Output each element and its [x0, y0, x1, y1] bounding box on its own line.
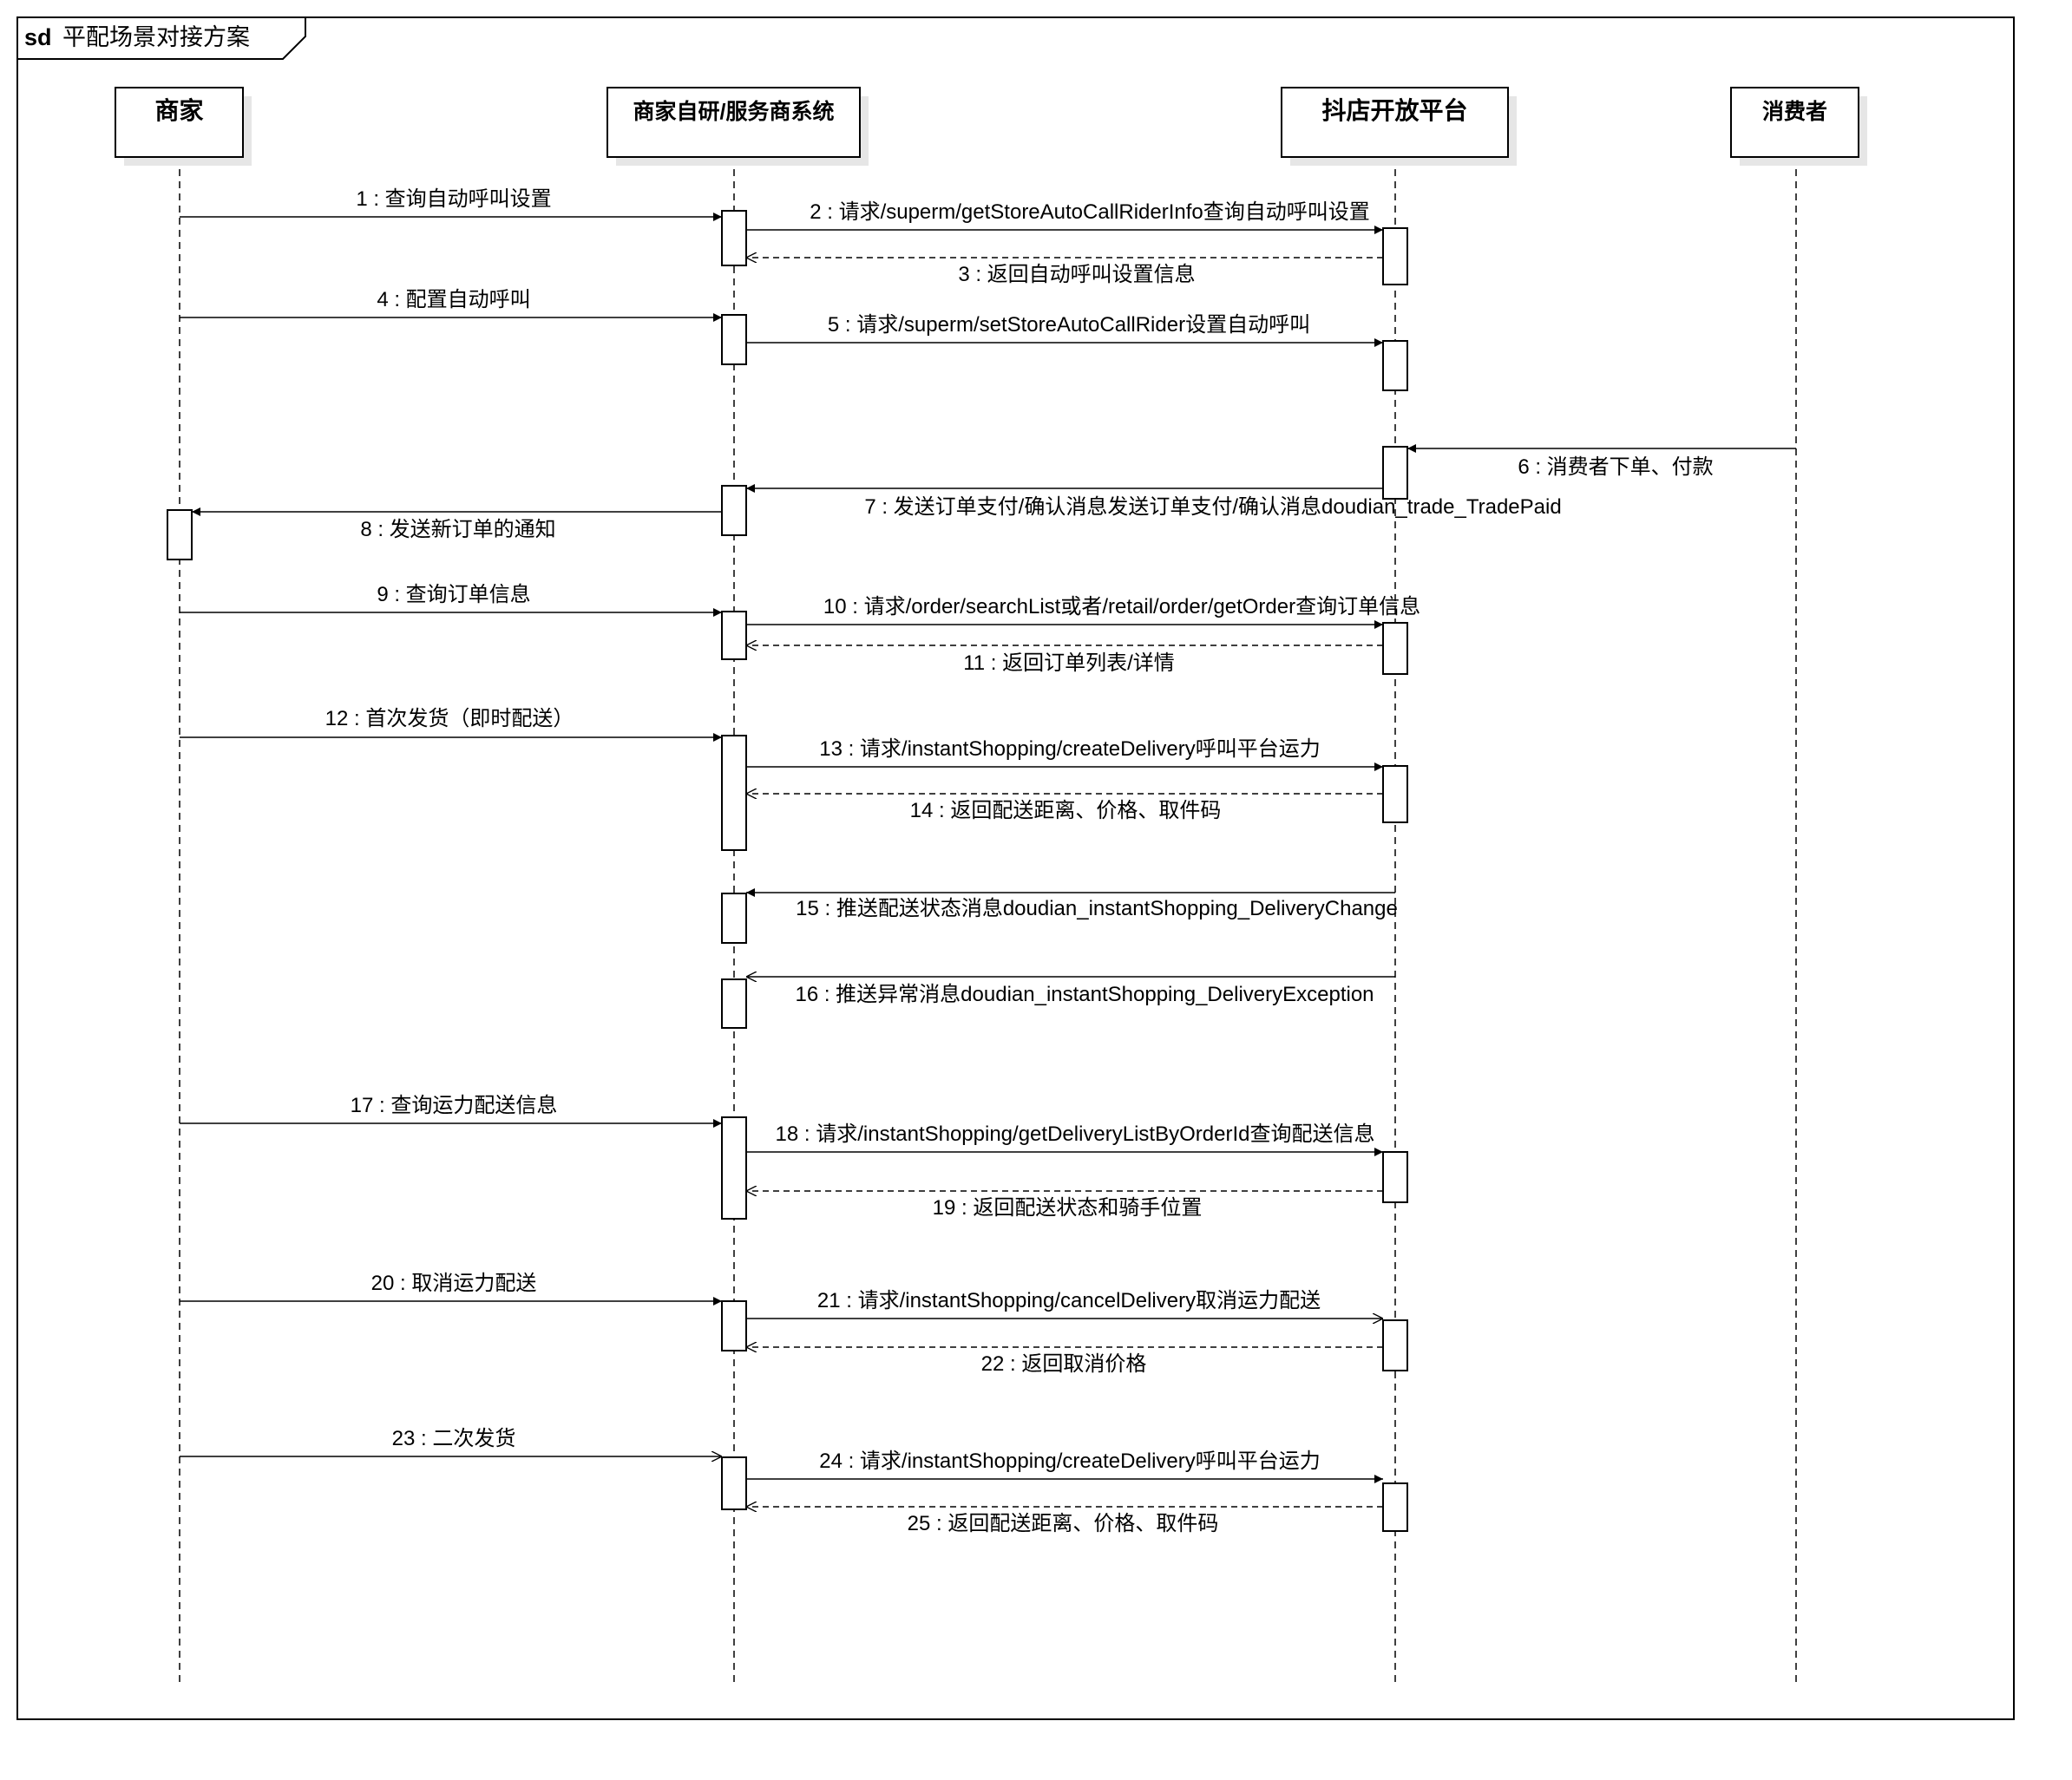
frame-title: 平配场景对接方案: [62, 24, 250, 50]
message-label: 15 : 推送配送状态消息doudian_instantShopping_Del…: [796, 897, 1398, 920]
message-label: 10 : 请求/order/searchList或者/retail/order/…: [823, 595, 1420, 618]
participant-name: 商家自研/服务商系统: [633, 99, 835, 124]
activation-bar-merchant: [167, 509, 193, 560]
message-label: 9 : 查询订单信息: [377, 583, 530, 606]
activation-bar-system: [721, 735, 747, 851]
message-label: 12 : 首次发货（即时配送）: [325, 707, 574, 730]
activation-bar-platform: [1382, 446, 1408, 500]
activation-bar-platform: [1382, 227, 1408, 285]
message-label: 7 : 发送订单支付/确认消息发送订单支付/确认消息doudian_trade_…: [864, 495, 1561, 519]
message-2: 2 : 请求/superm/getStoreAutoCallRiderInfo查…: [746, 200, 1383, 234]
message-3: 3 : 返回自动呼叫设置信息: [746, 258, 1383, 286]
message-12: 12 : 首次发货（即时配送）: [180, 707, 722, 742]
participant-box: [1281, 87, 1509, 158]
participant-name: 消费者: [1762, 100, 1827, 124]
message-11: 11 : 返回订单列表/详情: [746, 645, 1383, 675]
message-5: 5 : 请求/superm/setStoreAutoCallRider设置自动呼…: [746, 313, 1383, 347]
message-14: 14 : 返回配送距离、价格、取件码: [746, 794, 1383, 822]
message-19: 19 : 返回配送状态和骑手位置: [746, 1191, 1383, 1220]
message-label: 17 : 查询运力配送信息: [351, 1094, 558, 1117]
message-label: 1 : 查询自动呼叫设置: [356, 187, 551, 211]
message-label: 16 : 推送异常消息doudian_instantShopping_Deliv…: [795, 983, 1374, 1006]
activation-bar-platform: [1382, 340, 1408, 391]
message-label: 18 : 请求/instantShopping/getDeliveryListB…: [776, 1122, 1375, 1146]
activation-bar-platform: [1382, 765, 1408, 823]
message-21: 21 : 请求/instantShopping/cancelDelivery取消…: [746, 1289, 1383, 1319]
frame-border: [16, 16, 2015, 1720]
message-label: 4 : 配置自动呼叫: [377, 288, 530, 311]
activation-bar-platform: [1382, 1151, 1408, 1203]
participant-box: [607, 87, 861, 158]
activation-bar-system: [721, 314, 747, 365]
message-7: 7 : 发送订单支付/确认消息发送订单支付/确认消息doudian_trade_…: [746, 484, 1562, 519]
message-4: 4 : 配置自动呼叫: [180, 288, 722, 322]
participant-platform: 抖店开放平台: [1281, 87, 1509, 158]
message-1: 1 : 查询自动呼叫设置: [180, 187, 722, 221]
message-label: 2 : 请求/superm/getStoreAutoCallRiderInfo查…: [810, 200, 1370, 224]
message-23: 23 : 二次发货: [180, 1427, 722, 1456]
frame: sd 平配场景对接方案: [16, 16, 2015, 1720]
activation-bar-system: [721, 893, 747, 944]
frame-keyword: sd: [24, 24, 52, 50]
activation-bar-platform: [1382, 1319, 1408, 1371]
participant-box: [115, 87, 244, 158]
activation-bar-system: [721, 485, 747, 536]
frame-tab: [17, 16, 306, 60]
message-label: 3 : 返回自动呼叫设置信息: [958, 263, 1195, 286]
message-9: 9 : 查询订单信息: [180, 583, 722, 617]
svg-text:sd 平配场景对接方案: sd 平配场景对接方案: [24, 24, 250, 50]
messages: 1 : 查询自动呼叫设置 2 : 请求/superm/getStoreAutoCa…: [180, 187, 1796, 1535]
message-label: 11 : 返回订单列表/详情: [963, 651, 1175, 675]
message-18: 18 : 请求/instantShopping/getDeliveryListB…: [746, 1122, 1383, 1156]
message-label: 8 : 发送新订单的通知: [360, 518, 555, 541]
activation-bar-platform: [1382, 622, 1408, 675]
message-20: 20 : 取消运力配送: [180, 1272, 722, 1306]
message-16: 16 : 推送异常消息doudian_instantShopping_Deliv…: [746, 977, 1395, 1006]
message-label: 22 : 返回取消价格: [981, 1352, 1147, 1376]
participant-consumer: 消费者: [1730, 87, 1859, 158]
activation-bar-system: [721, 611, 747, 660]
activation-bar-platform: [1382, 1482, 1408, 1532]
message-8: 8 : 发送新订单的通知: [192, 507, 722, 541]
message-label: 23 : 二次发货: [392, 1427, 516, 1450]
activation-bars: [167, 210, 1408, 1532]
message-13: 13 : 请求/instantShopping/createDelivery呼叫…: [746, 737, 1383, 771]
participant-system: 商家自研/服务商系统: [607, 87, 861, 158]
message-label: 21 : 请求/instantShopping/cancelDelivery取消…: [817, 1289, 1321, 1312]
activation-bar-system: [721, 210, 747, 266]
message-label: 19 : 返回配送状态和骑手位置: [933, 1196, 1203, 1220]
message-15: 15 : 推送配送状态消息doudian_instantShopping_Del…: [746, 888, 1398, 920]
message-label: 25 : 返回配送距离、价格、取件码: [908, 1512, 1219, 1535]
message-6: 6 : 消费者下单、付款: [1407, 444, 1796, 479]
message-25: 25 : 返回配送距离、价格、取件码: [746, 1507, 1383, 1535]
participant-name: 抖店开放平台: [1321, 96, 1467, 124]
message-24: 24 : 请求/instantShopping/createDelivery呼叫…: [746, 1450, 1383, 1483]
message-label: 20 : 取消运力配送: [371, 1272, 537, 1295]
activation-bar-system: [721, 1456, 747, 1510]
activation-bar-system: [721, 1116, 747, 1220]
message-label: 13 : 请求/instantShopping/createDelivery呼叫…: [819, 737, 1321, 761]
participants: 商家 商家自研/服务商系统 抖店开放平台 消费者: [115, 87, 1859, 158]
message-22: 22 : 返回取消价格: [746, 1347, 1383, 1376]
message-17: 17 : 查询运力配送信息: [180, 1094, 722, 1128]
participant-box: [1730, 87, 1859, 158]
participant-name: 商家: [154, 96, 203, 124]
message-label: 24 : 请求/instantShopping/createDelivery呼叫…: [819, 1450, 1321, 1473]
message-label: 6 : 消费者下单、付款: [1518, 455, 1713, 479]
message-label: 5 : 请求/superm/setStoreAutoCallRider设置自动呼…: [828, 313, 1310, 337]
activation-bar-system: [721, 978, 747, 1029]
message-10: 10 : 请求/order/searchList或者/retail/order/…: [746, 595, 1420, 629]
activation-bar-system: [721, 1300, 747, 1351]
message-label: 14 : 返回配送距离、价格、取件码: [910, 799, 1222, 822]
participant-merchant: 商家: [115, 87, 244, 158]
